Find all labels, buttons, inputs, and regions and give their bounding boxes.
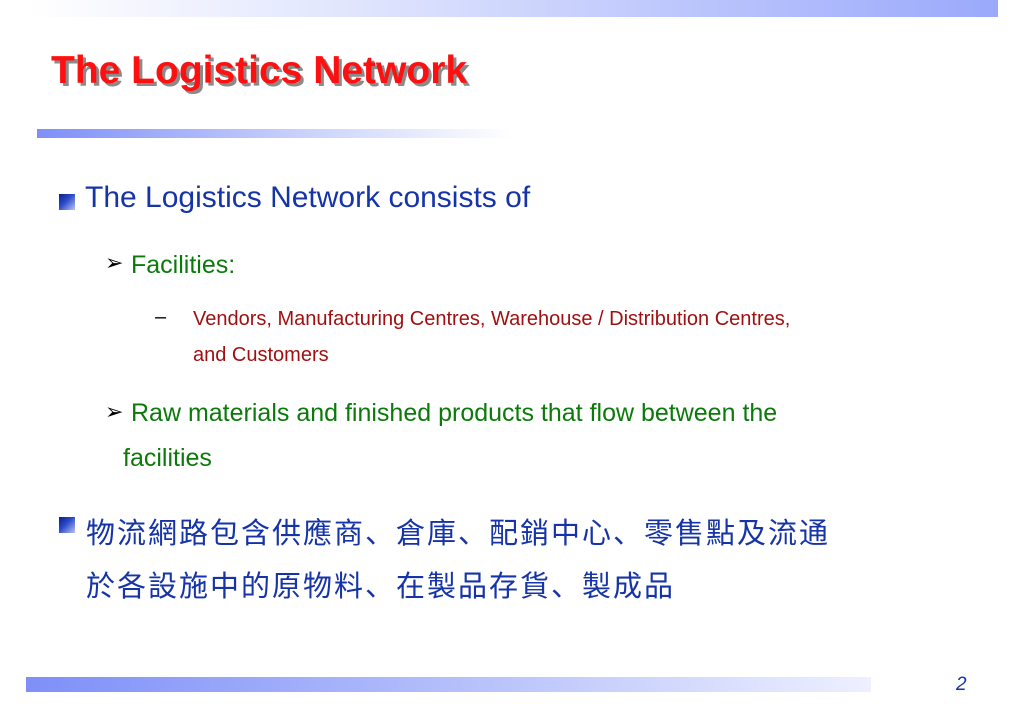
sub-bullet-raw-materials-line1: Raw materials and finished products that… (131, 399, 778, 427)
dash-bullet-icon: – (155, 306, 167, 328)
arrowhead-bullet-icon: ➢ (105, 400, 124, 425)
square-bullet-icon (59, 194, 75, 210)
facilities-list-line1: Vendors, Manufacturing Centres, Warehous… (193, 308, 791, 330)
square-bullet-icon (59, 517, 75, 533)
slide-title: The Logistics Network (51, 49, 468, 92)
sub-bullet-facilities: Facilities: (131, 251, 236, 279)
bullet-text-network: The Logistics Network consists of (85, 181, 531, 214)
chinese-bullet-line2: 於各設施中的原物料、在製品存貨、製成品 (86, 569, 676, 603)
sub-bullet-raw-materials-line2: facilities (123, 444, 212, 472)
arrowhead-bullet-icon: ➢ (105, 251, 124, 276)
title-underline-bar (37, 129, 512, 138)
page-number: 2 (956, 674, 967, 695)
bottom-decorative-bar (26, 677, 871, 692)
chinese-bullet-line1: 物流網路包含供應商、倉庫、配銷中心、零售點及流通 (86, 516, 831, 550)
top-decorative-bar (26, 0, 998, 17)
facilities-list-line2: and Customers (193, 344, 329, 366)
